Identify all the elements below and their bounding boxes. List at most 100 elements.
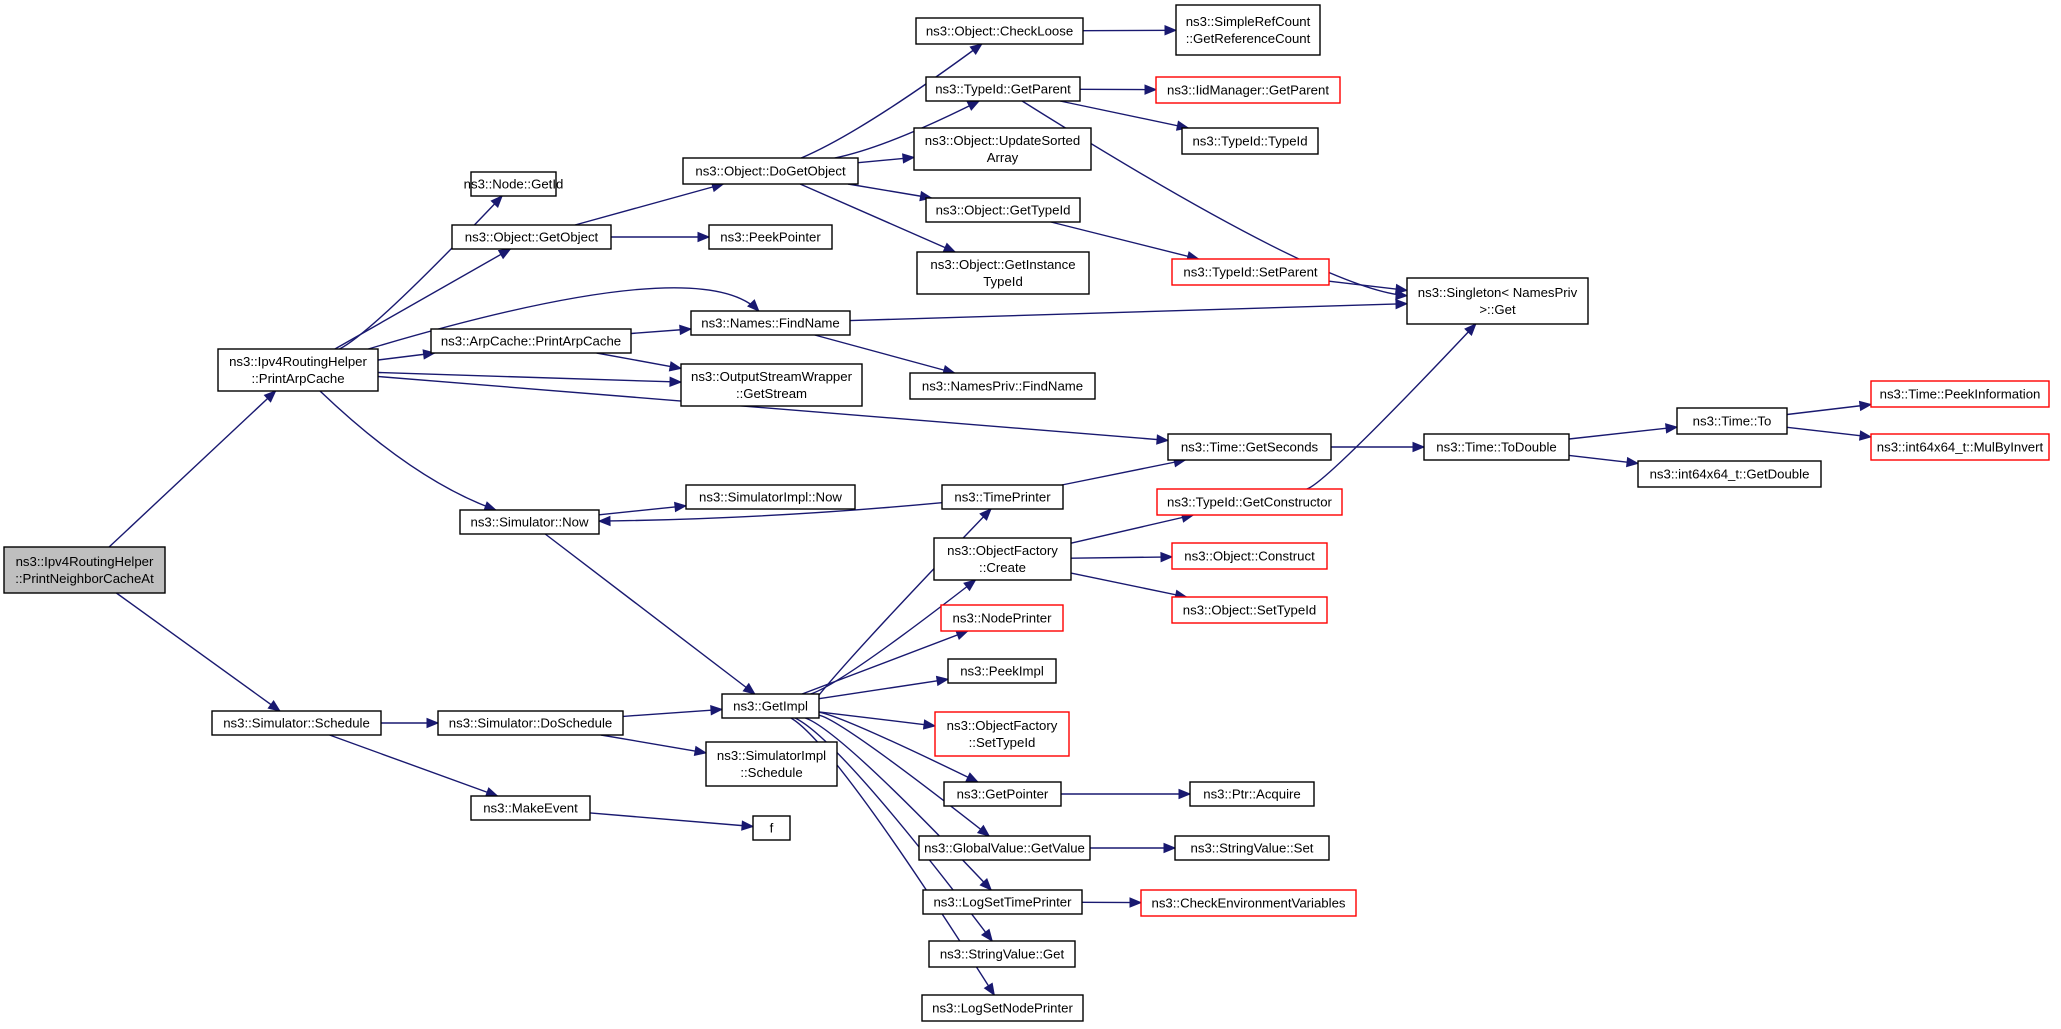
function-node-peekPtr[interactable]: ns3::PeekPointer [708, 224, 833, 250]
function-node-i64GetDouble[interactable]: ns3::int64x64_t::GetDouble [1637, 460, 1822, 488]
function-node-ofCreate[interactable]: ns3::ObjectFactory::Create [933, 537, 1072, 581]
node-label-line: ::GetStream [736, 386, 807, 401]
node-label-line: ns3::Singleton< NamesPriv [1418, 285, 1578, 300]
call-edge-schedule-to-makeEvent [329, 734, 498, 797]
node-box [918, 835, 1091, 861]
function-node-findName[interactable]: ns3::Names::FindName [690, 310, 851, 336]
function-node-getImpl[interactable]: ns3::GetImpl [721, 693, 820, 719]
function-node-logSetNode[interactable]: ns3::LogSetNodePrinter [921, 994, 1084, 1022]
function-node-objGetObj[interactable]: ns3::Object::GetObject [451, 224, 612, 250]
function-node-objGetTid[interactable]: ns3::Object::GetTypeId [925, 197, 1081, 223]
function-node-tidTypeId[interactable]: ns3::TypeId::TypeId [1181, 127, 1319, 155]
node-box [1171, 596, 1328, 624]
function-node-srcGetRef[interactable]: ns3::SimpleRefCount::GetReferenceCount [1175, 4, 1321, 56]
node-label-line: ns3::Simulator::DoSchedule [449, 716, 612, 731]
arrowhead-doGetObj-to-tidGetParent [966, 100, 981, 111]
function-node-logSetTime[interactable]: ns3::LogSetTimePrinter [922, 889, 1083, 915]
node-label-line: ns3::Object::DoGetObject [695, 164, 846, 179]
call-edge-root-to-printArp [108, 390, 277, 548]
arrowhead-getImpl-to-nodePrinter [955, 630, 970, 640]
function-node-gvGetValue[interactable]: ns3::GlobalValue::GetValue [918, 835, 1091, 861]
call-edge-getImpl-to-ofSetTid [818, 711, 936, 727]
function-node-timeTo[interactable]: ns3::Time::To [1676, 407, 1788, 435]
function-node-printArp[interactable]: ns3::Ipv4RoutingHelper::PrintArpCache [217, 348, 379, 392]
function-node-simNow[interactable]: ns3::Simulator::Now [459, 509, 600, 535]
node-label-line: ns3::TypeId::GetParent [935, 82, 1071, 97]
function-node-makeEvent[interactable]: ns3::MakeEvent [470, 795, 591, 821]
node-box [1181, 127, 1319, 155]
node-box [1870, 433, 2050, 461]
function-node-i64MulByInv[interactable]: ns3::int64x64_t::MulByInvert [1870, 433, 2050, 461]
function-node-tidSetParent[interactable]: ns3::TypeId::SetParent [1171, 258, 1330, 286]
function-node-iidGetParent[interactable]: ns3::IidManager::GetParent [1155, 76, 1341, 104]
function-node-ofSetTid[interactable]: ns3::ObjectFactory::SetTypeId [934, 711, 1070, 757]
node-box [921, 994, 1084, 1022]
function-node-peekImpl[interactable]: ns3::PeekImpl [947, 658, 1057, 684]
function-node-getPointer[interactable]: ns3::GetPointer [943, 781, 1062, 807]
function-node-objSetTid[interactable]: ns3::Object::SetTypeId [1171, 596, 1328, 624]
node-box [916, 251, 1090, 295]
call-edge-doSchedule-to-simImplSch [600, 734, 707, 754]
node-label-line: ns3::IidManager::GetParent [1167, 83, 1329, 98]
node-label-line: ns3::PeekImpl [960, 664, 1044, 679]
function-node-simImplSch[interactable]: ns3::SimulatorImpl::Schedule [705, 741, 838, 787]
function-node-tidGetParent[interactable]: ns3::TypeId::GetParent [925, 76, 1081, 102]
function-node-svSet[interactable]: ns3::StringValue::Set [1174, 835, 1330, 861]
call-edge-printArp-to-simNow [319, 390, 497, 511]
function-node-checkEnv[interactable]: ns3::CheckEnvironmentVariables [1140, 889, 1357, 917]
function-node-doGetObj[interactable]: ns3::Object::DoGetObject [682, 157, 859, 185]
function-node-checkLoose[interactable]: ns3::Object::CheckLoose [915, 17, 1084, 45]
call-edge-simNow-to-getImpl [544, 533, 756, 695]
call-edge-ofCreate-to-objConstruct [1070, 556, 1173, 559]
function-node-nodePrinter[interactable]: ns3::NodePrinter [940, 604, 1064, 632]
function-node-singletonGet[interactable]: ns3::Singleton< NamesPriv>::Get [1406, 277, 1589, 325]
function-node-arpPrint[interactable]: ns3::ArpCache::PrintArpCache [430, 328, 632, 354]
function-node-schedule[interactable]: ns3::Simulator::Schedule [211, 710, 382, 736]
node-box [913, 127, 1092, 171]
arrowhead-printArp-to-timeGetSec [1156, 434, 1170, 445]
node-label-line: ns3::ObjectFactory [947, 718, 1058, 733]
arrowhead-arpPrint-to-getStream [668, 361, 683, 372]
node-label-line: ::GetReferenceCount [1186, 31, 1311, 46]
node-box [940, 604, 1064, 632]
function-node-svGet[interactable]: ns3::StringValue::Get [928, 940, 1076, 968]
arrowhead-printArp-to-arpPrint [422, 349, 436, 360]
node-box [909, 372, 1096, 400]
call-edge-getImpl-to-peekImpl [818, 678, 949, 700]
arrowhead-doGetObj-to-checkLoose [969, 43, 983, 55]
node-label-line: ns3::LogSetTimePrinter [933, 895, 1072, 910]
function-node-tidGetCtor[interactable]: ns3::TypeId::GetConstructor [1156, 488, 1343, 516]
node-label-line: ns3::Object::UpdateSorted [925, 133, 1080, 148]
function-node-timeToDouble[interactable]: ns3::Time::ToDouble [1423, 433, 1570, 461]
function-node-doSchedule[interactable]: ns3::Simulator::DoSchedule [437, 710, 624, 736]
function-node-getStream[interactable]: ns3::OutputStreamWrapper::GetStream [680, 363, 863, 407]
function-node-ptrAcquire[interactable]: ns3::Ptr::Acquire [1189, 781, 1315, 807]
node-box [1676, 407, 1788, 435]
node-label-line: ::PrintNeighborCacheAt [15, 571, 154, 586]
node-label-line: ns3::Ipv4RoutingHelper [16, 554, 154, 569]
call-edge-timeToDouble-to-timeTo [1568, 426, 1678, 440]
node-box [1171, 542, 1328, 570]
function-node-objConstruct[interactable]: ns3::Object::Construct [1171, 542, 1328, 570]
function-node-f[interactable]: f [752, 815, 791, 841]
node-box [934, 711, 1070, 757]
call-edge-timeTo-to-timePeekInfo [1786, 403, 1872, 416]
arrowhead-schedule-to-doSchedule [426, 717, 440, 729]
function-node-timeGetSec[interactable]: ns3::Time::GetSeconds [1167, 433, 1332, 461]
function-node-nodeGetId[interactable]: ns3::Node::GetId [464, 171, 564, 197]
function-node-simImplNow[interactable]: ns3::SimulatorImpl::Now [685, 484, 856, 510]
node-box [1175, 4, 1321, 56]
function-node-root[interactable]: ns3::Ipv4RoutingHelper::PrintNeighborCac… [3, 546, 166, 594]
node-box [217, 348, 379, 392]
node-box [470, 795, 591, 821]
function-node-npFindName[interactable]: ns3::NamesPriv::FindName [909, 372, 1096, 400]
node-label-line: ns3::CheckEnvironmentVariables [1152, 896, 1346, 911]
arrowhead-tidGetCtor-to-singletonGet [1464, 323, 1477, 336]
function-node-timePeekInfo[interactable]: ns3::Time::PeekInformation [1870, 380, 2050, 408]
arrowhead-timeTo-to-timePeekInfo [1858, 400, 1873, 412]
function-node-timePrinter[interactable]: ns3::TimePrinter [941, 484, 1064, 510]
call-edge-timePrinter-to-timeGetSec [1061, 459, 1186, 486]
